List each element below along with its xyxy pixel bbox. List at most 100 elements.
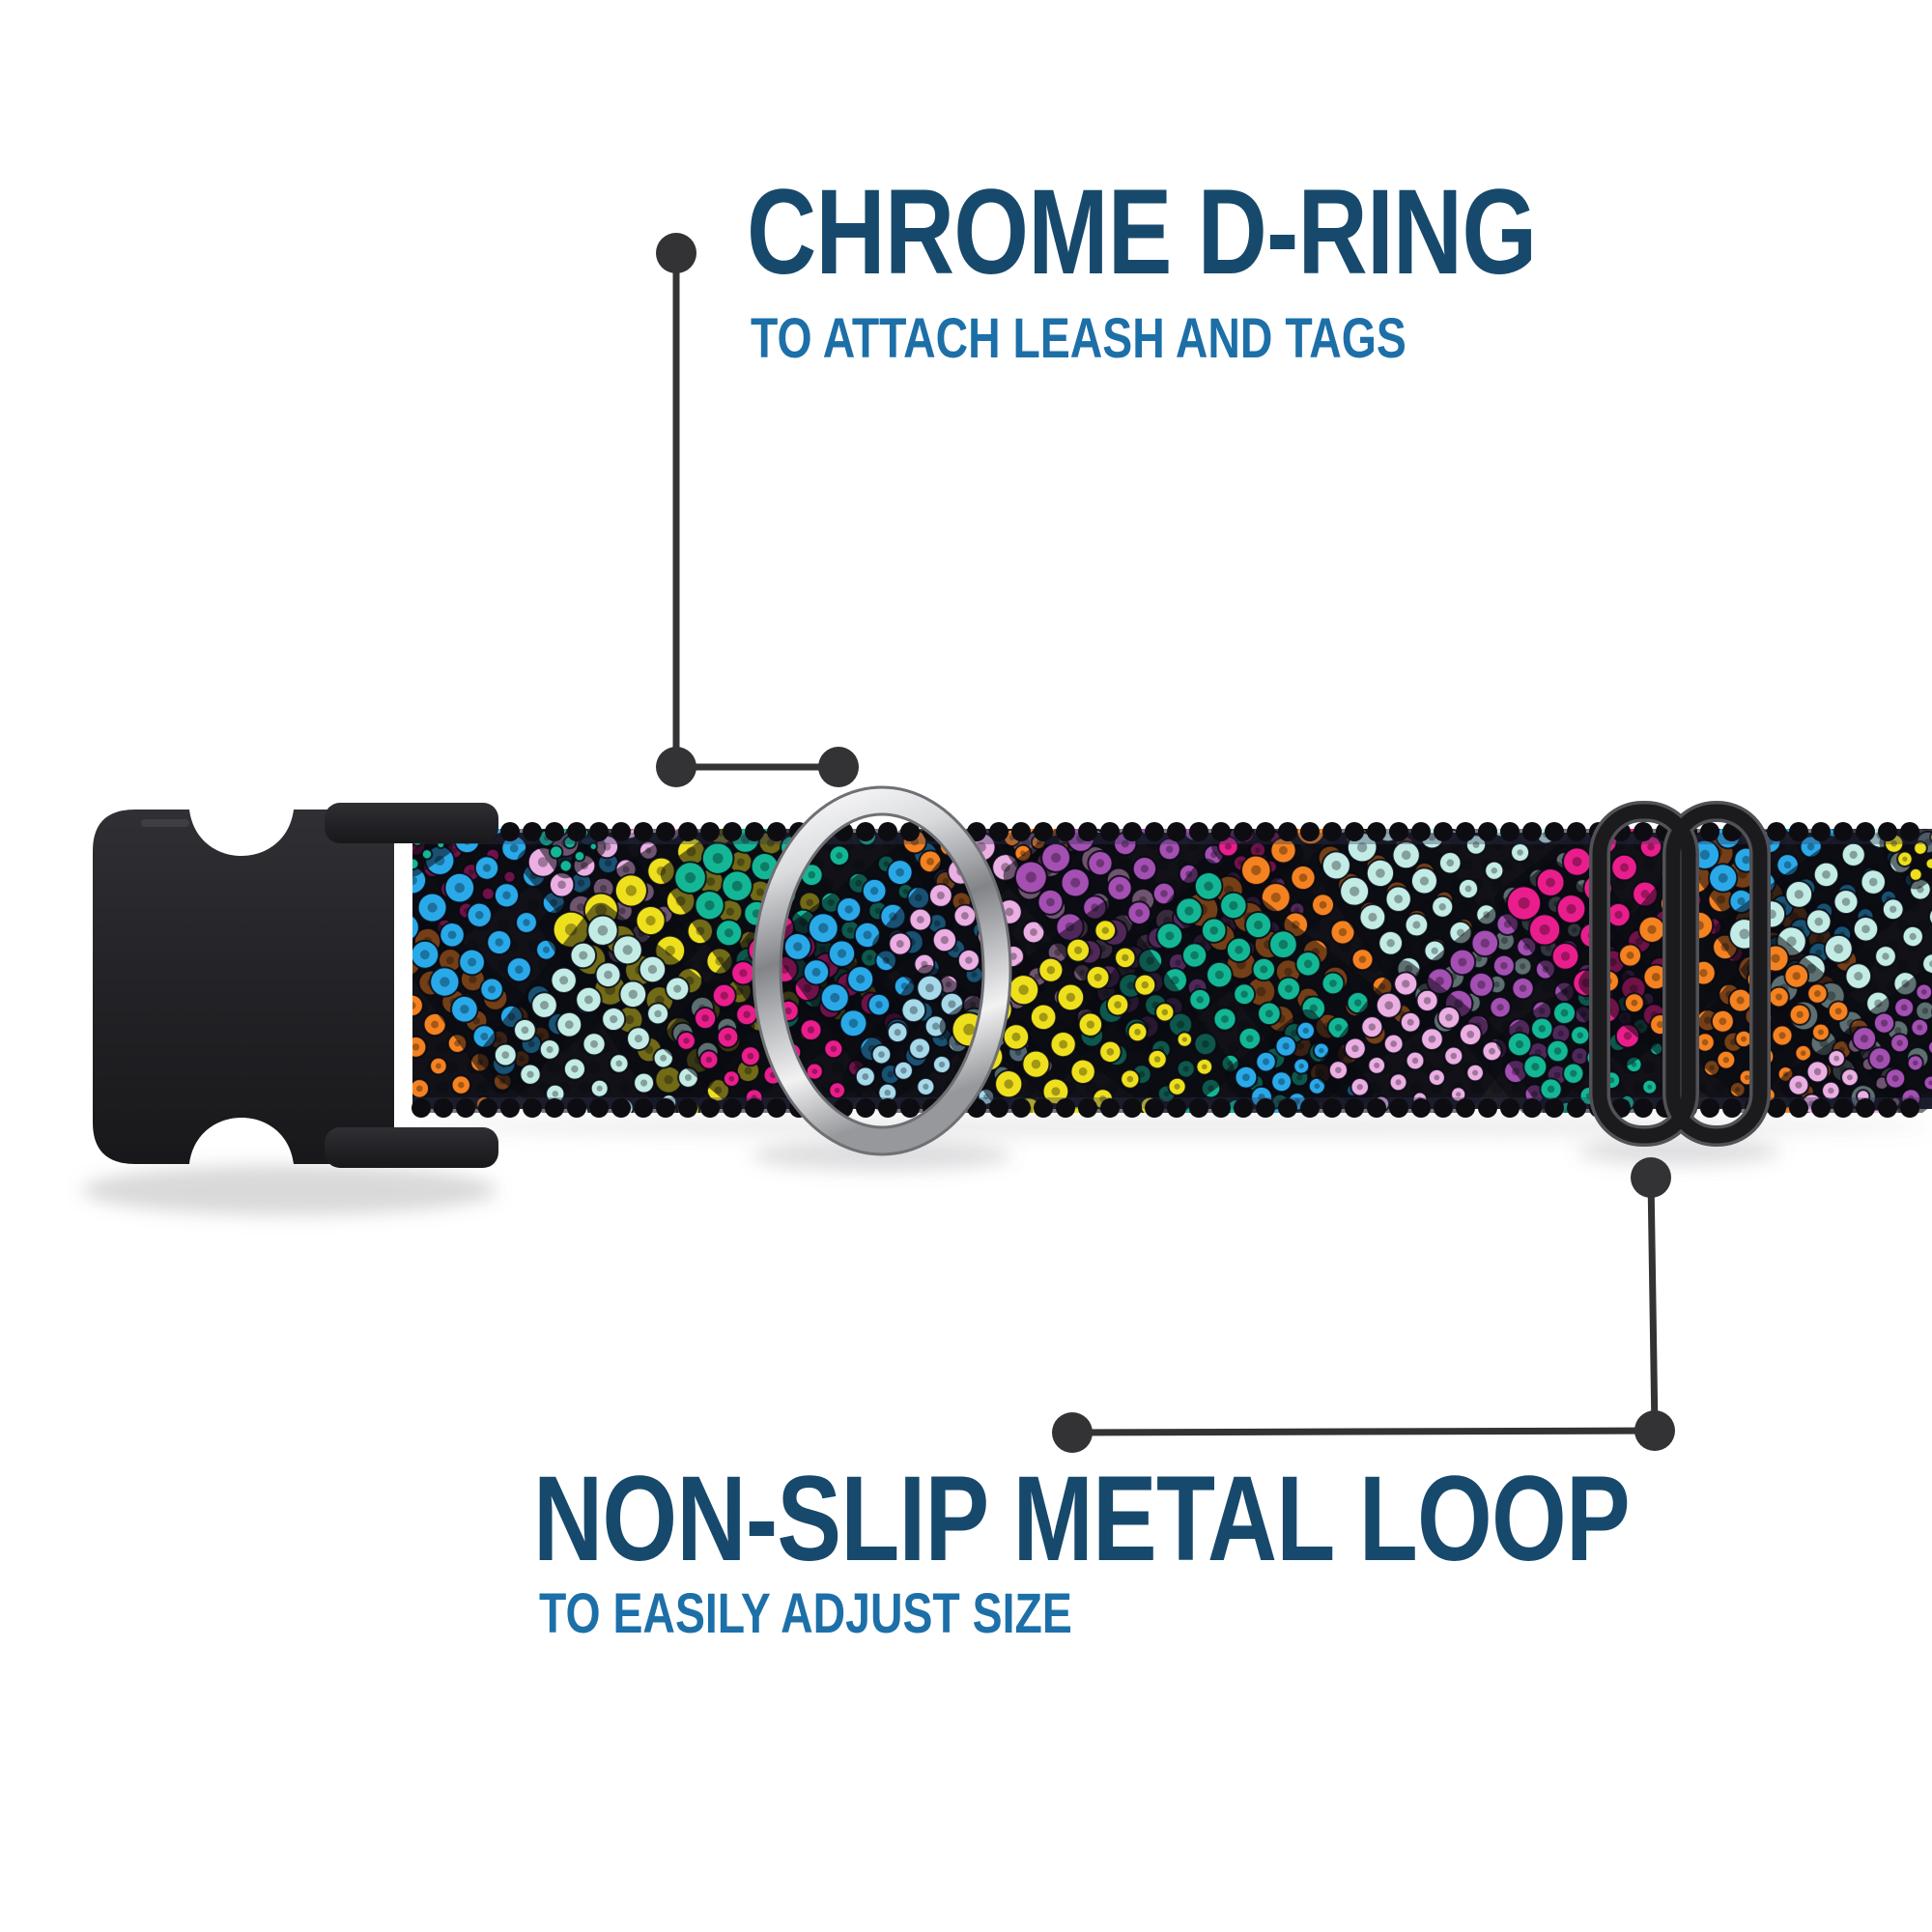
pattern-dot-center <box>1018 984 1029 995</box>
pattern-dot-center <box>759 862 770 871</box>
edge-scallop <box>1434 822 1453 841</box>
pattern-dot-center <box>1384 1001 1394 1010</box>
pattern-dot-center <box>1428 833 1436 841</box>
pattern-dot-center <box>894 1029 901 1037</box>
top-callout <box>656 233 859 787</box>
pattern-dot <box>601 1007 627 1033</box>
pattern-dot-center <box>1332 805 1344 816</box>
pattern-dot-center <box>970 790 979 799</box>
pattern-dot-center <box>1477 980 1486 989</box>
pattern-dot-center <box>818 923 829 933</box>
pattern-dot <box>802 958 831 986</box>
edge-scallop <box>1145 822 1164 841</box>
edge-scallop <box>1856 1098 1875 1118</box>
pattern-dot-center <box>1251 865 1262 876</box>
edge-scallop <box>678 822 697 841</box>
pattern-dot-center <box>1775 993 1783 1001</box>
pattern-dot-center <box>1356 1084 1363 1091</box>
callout-dot <box>818 747 859 787</box>
edge-scallop <box>1811 1098 1831 1118</box>
pattern-dot <box>538 1038 561 1061</box>
pattern-dot-center <box>1260 965 1268 974</box>
pattern-dot-center <box>1350 886 1360 896</box>
pattern-dot-center <box>1181 1037 1187 1042</box>
pattern-dot <box>916 1076 936 1096</box>
pattern-dot-center <box>468 957 477 967</box>
pattern-dot <box>1120 1068 1141 1090</box>
pattern-dot <box>819 982 850 1013</box>
pattern-dot-center <box>501 1051 510 1059</box>
edge-scallop <box>478 1098 497 1118</box>
edge-scallop <box>1234 1098 1253 1118</box>
pattern-dot <box>1806 982 1829 1005</box>
pattern-dot <box>1845 798 1870 823</box>
pattern-dot <box>1489 996 1512 1019</box>
pattern-dot <box>506 785 538 817</box>
edge-scallop <box>967 822 986 841</box>
pattern-dot <box>1415 988 1439 1012</box>
pattern-dot <box>1065 937 1091 963</box>
pattern-dot-center <box>1518 896 1530 909</box>
pattern-dot-center <box>1334 1024 1343 1032</box>
pattern-dot-center <box>1795 1081 1803 1089</box>
pattern-dot-center <box>909 1006 919 1014</box>
pattern-dot <box>1901 924 1924 949</box>
pattern-dot <box>1276 976 1301 1002</box>
pattern-dot-center <box>1833 944 1844 954</box>
pattern-dot <box>1231 1142 1252 1163</box>
pattern-dot <box>1827 1000 1850 1023</box>
pattern-dot <box>1154 1002 1176 1023</box>
pattern-dot <box>828 844 851 867</box>
pattern-dot <box>412 857 420 871</box>
pattern-dot-center <box>1903 810 1914 820</box>
pattern-dot <box>1321 971 1346 996</box>
pattern-dot-center <box>1546 877 1555 888</box>
pattern-dot-center <box>1623 1032 1633 1040</box>
pattern-dot-center <box>1813 1067 1822 1076</box>
pattern-dot-center <box>1284 984 1293 993</box>
pattern-dot-center <box>724 1033 732 1041</box>
pattern-dot-center <box>1374 1062 1380 1068</box>
pattern-dot-center <box>1070 877 1081 888</box>
pattern-dot-center <box>431 1020 440 1029</box>
pattern-dot <box>588 841 598 851</box>
pattern-dot <box>1458 1022 1483 1047</box>
pattern-dot <box>1550 942 1580 971</box>
pattern-dot-center <box>1505 778 1515 787</box>
edge-scallop <box>989 1098 1009 1118</box>
pattern-dot-center <box>596 1085 603 1092</box>
edge-scallop <box>456 1098 475 1118</box>
pattern-dot <box>639 795 667 823</box>
pattern-dot <box>1240 854 1272 887</box>
pattern-dot-center <box>625 885 637 896</box>
pattern-dot <box>694 890 725 922</box>
edge-scallop <box>1878 1098 1897 1118</box>
patch-backing <box>939 900 1235 1113</box>
pattern-dot-center <box>1319 900 1327 909</box>
pattern-dot-center <box>1816 759 1827 770</box>
pattern-dot-center <box>1811 801 1821 810</box>
edge-scallop <box>1345 1098 1364 1118</box>
pattern-dot-center <box>1030 928 1037 936</box>
pattern-dot-center <box>1742 855 1750 865</box>
pattern-dot-center <box>1880 1019 1889 1027</box>
edge-scallop <box>1522 1098 1542 1118</box>
pattern-dot-center <box>961 912 969 920</box>
pattern-dot <box>1546 1038 1570 1064</box>
pattern-dot-center <box>1379 812 1391 824</box>
top-callout-subtitle: TO ATTACH LEASH AND TAGS <box>751 311 1570 367</box>
slider-frame <box>1665 804 1768 1144</box>
edge-scallop <box>1078 1098 1097 1118</box>
pattern-dot-center <box>848 1018 859 1029</box>
pattern-dot <box>927 883 953 908</box>
pattern-dot-center <box>1902 856 1908 862</box>
pattern-dot-center <box>514 965 524 975</box>
pattern-dot <box>1126 1021 1149 1043</box>
edge-scallop <box>1189 822 1208 841</box>
pattern-dot <box>1053 1151 1083 1180</box>
pattern-dot <box>1623 992 1645 1014</box>
pattern-dot-center <box>1889 905 1897 913</box>
pattern-dot <box>1530 1016 1554 1041</box>
pattern-dot <box>715 919 744 948</box>
